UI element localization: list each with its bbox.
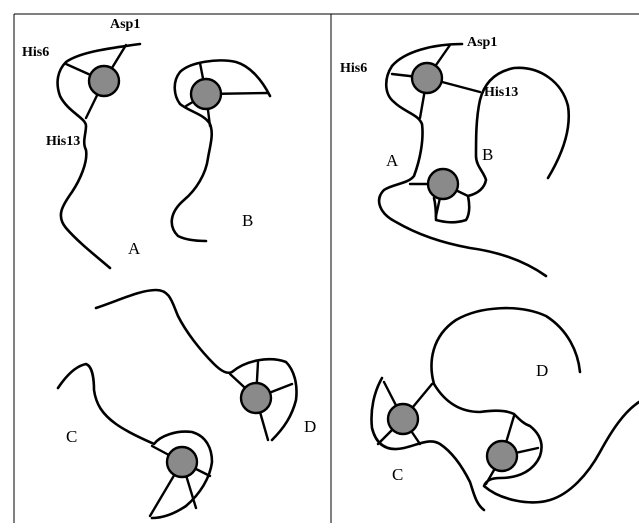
right-c-metal-ion — [388, 404, 418, 434]
left-chain-b-label: B — [242, 211, 253, 230]
left-chain-d-label: D — [304, 417, 316, 436]
left-chain-d — [96, 290, 297, 440]
right-panel: Asp1 His6 His13 A B C D — [340, 35, 639, 510]
left-chain-c-backbone — [58, 364, 212, 518]
left-chain-a — [58, 44, 140, 268]
right-d-metal-ion — [487, 441, 517, 471]
left-his13-label: His13 — [46, 134, 80, 149]
right-chain-d-backbone — [432, 308, 639, 502]
right-chain-d-label: D — [536, 361, 548, 380]
right-his6-label: His6 — [340, 61, 367, 76]
left-panel: Asp1 His6 His13 A B C D — [22, 17, 316, 518]
left-b-metal-ion — [191, 79, 221, 109]
right-b-metal-ion — [428, 169, 458, 199]
right-chain-d — [432, 308, 639, 502]
left-chain-b-backbone — [172, 60, 270, 241]
left-asp1-label: Asp1 — [110, 17, 140, 32]
right-his13-label: His13 — [484, 85, 518, 100]
left-his6-label: His6 — [22, 45, 49, 60]
right-chain-c-label: C — [392, 465, 403, 484]
left-c-metal-ion — [167, 447, 197, 477]
right-chain-a — [379, 44, 546, 276]
right-chain-c — [371, 378, 484, 510]
left-chain-d-backbone — [96, 290, 297, 440]
left-chain-a-label: A — [128, 239, 141, 258]
right-chain-a-backbone — [379, 44, 546, 276]
right-chain-b-label: B — [482, 145, 493, 164]
left-chain-b — [172, 60, 270, 241]
right-asp1-label: Asp1 — [467, 35, 497, 50]
right-chain-c-backbone — [371, 378, 484, 510]
left-a-metal-ion — [89, 66, 119, 96]
right-a-metal-ion — [412, 63, 442, 93]
left-chain-c-label: C — [66, 427, 77, 446]
right-chain-a-label: A — [386, 151, 399, 170]
left-d-metal-ion — [241, 383, 271, 413]
left-chain-c — [58, 364, 212, 518]
